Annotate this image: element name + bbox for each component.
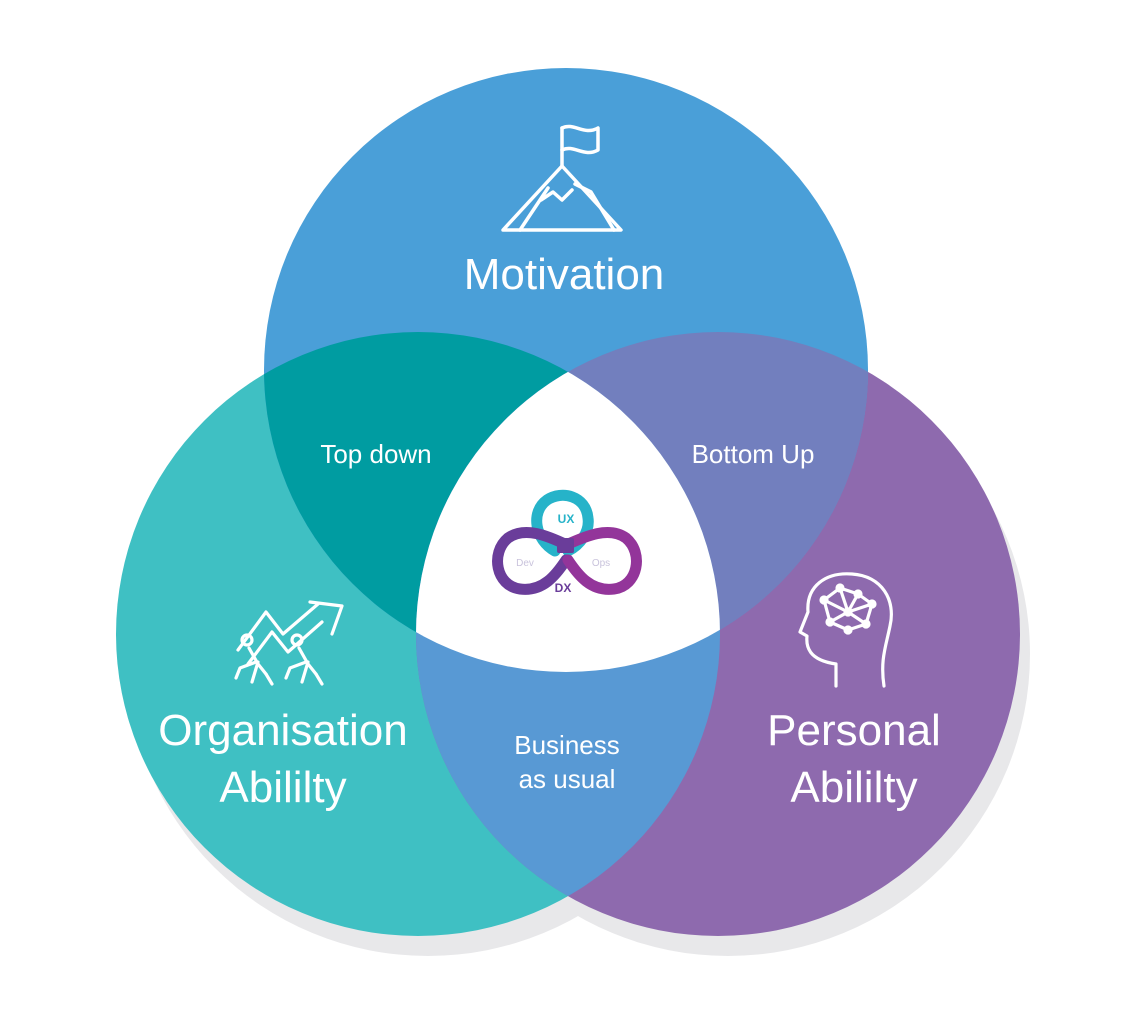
left-circle-label-line2: Abililty bbox=[219, 763, 346, 812]
logo-dev-label: Dev bbox=[516, 558, 534, 569]
logo-ops-label: Ops bbox=[592, 558, 610, 569]
logo-dx-label: DX bbox=[555, 581, 572, 595]
logo-ux-label: UX bbox=[558, 512, 575, 526]
top-circle-label: Motivation bbox=[464, 250, 665, 299]
right-circle-label-line1: Personal bbox=[767, 706, 941, 755]
right-circle-label-line2: Abililty bbox=[790, 763, 917, 812]
left-circle-label-line1: Organisation bbox=[158, 706, 407, 755]
bottom-overlap-label-line1: Business bbox=[514, 730, 620, 760]
bottom-overlap-label-line2: as usual bbox=[519, 764, 616, 794]
mountain-flag-icon bbox=[501, 124, 623, 232]
top-left-overlap-label: Top down bbox=[320, 439, 431, 469]
head-brain-icon bbox=[798, 572, 893, 688]
top-right-overlap-label: Bottom Up bbox=[692, 439, 815, 469]
ux-devops-infinity-icon bbox=[492, 489, 642, 595]
team-push-arrow-icon bbox=[234, 600, 344, 686]
